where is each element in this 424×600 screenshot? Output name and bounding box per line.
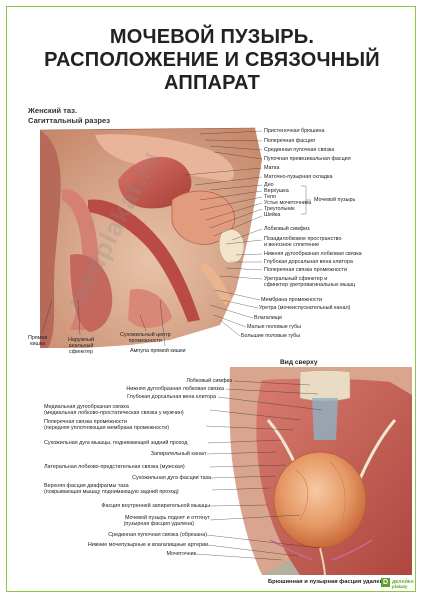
- section2-leader-lines: [195, 380, 323, 561]
- sagittal-section-image: [39, 127, 262, 348]
- label2-bladder-raised: Мочевой пузырь поднят и оттянут: [124, 515, 210, 521]
- label-vagina: Влагалище: [254, 315, 283, 321]
- label-parietal-peritoneum: Пристеночная брюшина: [264, 128, 325, 134]
- publisher-logo: D ДЕЛАЙКА plakaty: [381, 578, 415, 590]
- label-anal-line-1: Наружный: [68, 337, 95, 343]
- label-body: Тело: [264, 194, 277, 200]
- label2-deep-dorsal-vein: Глубокая дорсальная вена клитора: [127, 394, 216, 400]
- label2-lateral-puboprostatic: Латеральная лобково-предстательная связк…: [44, 464, 185, 470]
- label-anal-line-3: сфинктер: [69, 349, 93, 356]
- label-anal-line-2: анальный: [68, 343, 94, 350]
- label-trigone: Треугольник: [264, 206, 295, 212]
- title-line-3: АППАРАТ: [163, 72, 261, 94]
- label2-pubic-symphysis: Лобковый симфиз: [186, 378, 232, 384]
- label-vesicouterine-pouch: Маточно-пузырная складка: [264, 174, 333, 180]
- label2-tendinous-arch-levator: Сухожильная дуга мышцы, поднимающей задн…: [44, 440, 188, 446]
- label-neck: Шейка: [264, 212, 281, 218]
- label-urethral-sphincter: Уретральный сфинктер и: [264, 276, 328, 282]
- poster-frame: [6, 6, 416, 592]
- label-labia-majora: Большие половые губы: [241, 333, 301, 339]
- label-umbilical-prevesical-fascia: Пупочная превезикальная фасция: [264, 156, 351, 162]
- label2-obturator-canal: Запирательный канал: [150, 451, 206, 457]
- subtitle-line-2: Сагиттальный разрез: [28, 116, 111, 125]
- label-perineal-membrane: Мембрана промежности: [261, 297, 323, 303]
- section1-subtitle: Женский таз. Сагиттальный разрез: [28, 106, 110, 126]
- label-perineal-body: Сухожильный центр промежности: [120, 332, 171, 344]
- label-urethra: Уретра (мочеиспускательный канал): [259, 305, 351, 311]
- label2-medial-arcuate-ligament: Медиальная дугообразная связка: [44, 404, 129, 410]
- label2-ureter: Мочеточник: [166, 551, 196, 557]
- label-ureteric-orifice: Устье мочеточника: [264, 200, 312, 206]
- label-transverse-perineal-ligament: Поперечная связка промежности: [264, 267, 347, 273]
- top-view-image: [229, 367, 412, 576]
- label-venous-plexus: и венозное сплетение: [264, 242, 320, 248]
- label-uterus: Матка: [264, 165, 280, 171]
- section1-leader-lines: [41, 130, 311, 347]
- poster-title: МОЧЕВОЙ ПУЗЫРЬ. РАСПОЛОЖЕНИЕ И СВЯЗОЧНЫЙ…: [0, 26, 424, 95]
- top-view-title: Вид сверху: [280, 359, 318, 366]
- top-view-caption: Брюшинная и пузырная фасция удалены: [268, 579, 389, 585]
- label-retropubic-space: Позадилобковое пространство: [264, 236, 342, 242]
- label-deep-dorsal-vein: Глубокая дорсальная вена клитора: [264, 259, 353, 265]
- label2-inferior-pubic-ligament: Нижняя дугообразная лобковая связка: [126, 386, 224, 392]
- label-inferior-pubic-ligament: Нижняя дугообразная лобковая связка: [264, 251, 362, 257]
- label-fundus: Дно: [264, 182, 274, 188]
- label-median-umbilical-ligament: Срединная пупочная связка: [264, 147, 335, 153]
- logo-text-line-1: ДЕЛАЙКА: [392, 579, 414, 584]
- label2-vesical-fascia-removed: (пузырная фасция удалена): [123, 521, 194, 527]
- label-rectum-line-1: Прямая: [28, 335, 48, 341]
- label-perineum-line-1: Сухожильный центр: [120, 332, 171, 338]
- subtitle-line-1: Женский таз.: [28, 106, 78, 115]
- logo-text: ДЕЛАЙКА plakaty: [392, 579, 414, 589]
- label-perineum-line-2: промежности: [128, 338, 162, 345]
- label-pubic-symphysis: Лобковый симфиз: [264, 226, 310, 232]
- label-apex: Верхушка: [264, 188, 289, 194]
- label2-covering-levator: (покрывающая мышцу поднимающую задний пр…: [44, 489, 179, 495]
- label-transverse-fascia: Поперечная фасция: [264, 138, 315, 144]
- label2-transverse-perineal-ligament: Поперечная связка промежности: [44, 419, 127, 425]
- label2-inferior-vesical-arteries: Нижние мочепузырные и влагалищные артери…: [87, 542, 208, 548]
- title-line-1: МОЧЕВОЙ ПУЗЫРЬ.: [109, 26, 315, 48]
- label-urethrovaginal-sphincter: сфинктер уретровагинальных мышц: [264, 282, 356, 288]
- logo-mark: D: [381, 578, 390, 587]
- label2-obturator-fascia: Фасция внутренней запирательной мышцы: [101, 503, 210, 509]
- label-bladder: Мочевой пузырь: [314, 197, 356, 203]
- label2-medial-puboprostatic: (медиальная лобково-простатическая связк…: [44, 410, 184, 416]
- label-external-anal-sphincter: Наружный анальный сфинктер: [68, 337, 94, 356]
- label2-perineal-membrane-note: (передняя уплотняющая мембрана промежнос…: [44, 425, 170, 431]
- title-line-2: РАСПОЛОЖЕНИЕ И СВЯЗОЧНЫЙ: [44, 49, 380, 71]
- label-rectum: Прямая кишка: [28, 335, 47, 347]
- label2-superior-diaphragm-fascia: Верхняя фасция диафрагмы таза: [44, 483, 129, 489]
- label-labia-minora: Малые половые губы: [247, 324, 301, 330]
- label2-tendinous-arch-fascia: Сухожильная дуга фасции таза: [132, 475, 211, 481]
- label-rectal-ampulla: Ампула прямой кишки: [130, 348, 186, 354]
- logo-text-line-2: plakaty: [392, 584, 408, 589]
- label2-median-umbilical-cut: Срединная пупочная связка (обрезана): [108, 532, 207, 538]
- label-rectum-line-2: кишка: [30, 341, 46, 348]
